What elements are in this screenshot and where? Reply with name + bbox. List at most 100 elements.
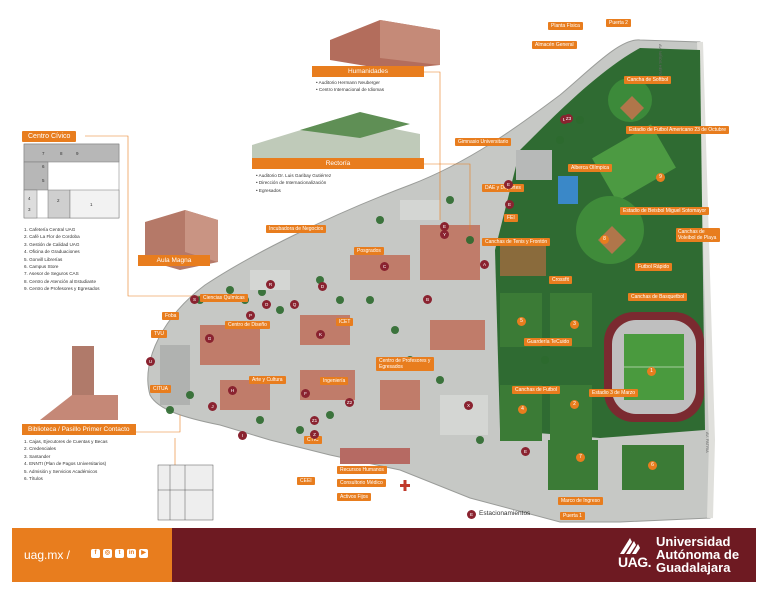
facebook-icon[interactable]: f: [91, 549, 100, 558]
label-estadio-americano[interactable]: Estadio de Futbol Americano 23 de Octubr…: [626, 126, 730, 134]
parking-marker[interactable]: Z1: [310, 416, 319, 425]
parking-marker[interactable]: F: [301, 389, 310, 398]
list-item: • Auditorio Hermann Neuberger: [316, 80, 380, 85]
label-citua[interactable]: CITUA: [150, 385, 171, 393]
label-foba[interactable]: Foba: [162, 312, 180, 320]
parking-marker[interactable]: P: [246, 311, 255, 320]
list-item: 3. Santander: [24, 453, 51, 459]
label-crossfit[interactable]: Crossfit: [549, 276, 572, 284]
label-canchas-tenis[interactable]: Canchas de Tenis y Frontón: [482, 238, 551, 246]
instagram-icon[interactable]: ◎: [103, 549, 112, 558]
floorplan-number: 9: [76, 151, 79, 156]
list-item: 6. Títulos: [24, 476, 43, 482]
parking-marker[interactable]: U: [146, 357, 155, 366]
label-arte-cultura[interactable]: Arte y Cultura: [249, 376, 286, 384]
parking-marker[interactable]: O: [262, 300, 271, 309]
panel-title-rectoria: Rectoría: [252, 158, 424, 169]
label-puerta-1[interactable]: Puerta 1: [560, 512, 585, 520]
label-estadio-3-marzo[interactable]: Estadio 3 de Marzo: [589, 389, 639, 397]
parking-marker[interactable]: A: [480, 260, 489, 269]
floorplan-number: 5: [42, 178, 45, 183]
label-futbol-rapido[interactable]: Futbol Rápido: [635, 263, 673, 271]
centro-civico-floorplan: [23, 143, 120, 219]
youtube-icon[interactable]: ▶: [139, 549, 148, 558]
parking-marker[interactable]: Y: [440, 230, 449, 239]
label-centro-diseno[interactable]: Centro de Diseño: [225, 321, 270, 329]
list-item: • Egresados: [256, 187, 281, 193]
linkedin-icon[interactable]: in: [127, 549, 136, 558]
parking-marker[interactable]: E: [440, 222, 449, 231]
label-tvu[interactable]: TVU: [151, 330, 167, 338]
biblioteca-building: [40, 346, 118, 420]
label-gimnasio[interactable]: Gimnasio Universitario: [455, 138, 512, 146]
parking-marker[interactable]: Z2: [345, 398, 354, 407]
parking-marker[interactable]: G: [205, 334, 214, 343]
field-number: 1: [647, 367, 656, 376]
floorplan-number: 7: [42, 151, 45, 156]
label-puerta-2[interactable]: Puerta 2: [606, 19, 631, 27]
parking-marker[interactable]: E: [521, 447, 530, 456]
parking-marker[interactable]: Q: [290, 300, 299, 309]
label-planta-fisica[interactable]: Planta Física: [548, 22, 583, 30]
label-consultorio[interactable]: Consultorio Médico: [337, 479, 386, 487]
label-fei[interactable]: FEI: [504, 214, 518, 222]
label-incubadora[interactable]: Incubadora de Negocios: [266, 225, 327, 233]
biblioteca-list: 1. Cajas, Ejecutores de Cuentas y Becas …: [24, 438, 108, 482]
biblioteca-floorplan: [157, 464, 214, 521]
list-item: 6. Campus Store: [24, 264, 59, 270]
american-football-field: [592, 124, 676, 202]
field-number: 6: [648, 461, 657, 470]
parking-marker[interactable]: R: [266, 280, 275, 289]
floorplan-number: 3: [28, 207, 31, 212]
parking-marker[interactable]: D: [318, 282, 327, 291]
label-ceei[interactable]: CEEI: [297, 477, 315, 485]
label-ciencias-quimicas[interactable]: Ciencias Químicas: [200, 294, 248, 302]
label-alberca[interactable]: Alberca Olímpica: [568, 164, 613, 172]
label-almacen-general[interactable]: Almacén General: [532, 41, 577, 49]
label-estadio-beisbol[interactable]: Estadio de Beisbol Miguel Sotomayor: [620, 207, 710, 215]
label-canchas-futbol[interactable]: Canchas de Futbol: [512, 386, 560, 394]
parking-marker[interactable]: S: [190, 295, 199, 304]
label-ctic[interactable]: CTIC: [304, 436, 322, 444]
twitter-icon[interactable]: t: [115, 549, 124, 558]
label-ingenieria[interactable]: Ingeniería: [320, 377, 349, 385]
parking-marker[interactable]: C: [380, 262, 389, 271]
label-centro-profesores[interactable]: Centro de Profesores y Egresados: [376, 357, 434, 371]
list-item: 1. Cajas, Ejecutores de Cuentas y Becas: [24, 439, 108, 444]
field-number: 8: [600, 235, 609, 244]
parking-marker[interactable]: Z: [310, 430, 319, 439]
list-item: 7. Asesor de Seguros CAS: [24, 271, 79, 277]
label-canchas-voleibol[interactable]: Canchas de Voleibol de Playa: [676, 228, 720, 242]
field-number: 3: [570, 320, 579, 329]
tennis-courts: [500, 240, 546, 276]
parking-marker[interactable]: B: [423, 295, 432, 304]
building-biblioteca: [160, 345, 190, 405]
label-cancha-softbol[interactable]: Cancha de Softbol: [624, 76, 672, 84]
label-marco-ingreso[interactable]: Marco de Ingreso: [558, 497, 603, 505]
label-guarderia[interactable]: Guardería TeCuido: [524, 338, 573, 346]
label-activos-fijos[interactable]: Activos Fijos: [337, 493, 372, 501]
parking-marker[interactable]: E: [504, 180, 513, 189]
parking-marker[interactable]: I: [238, 431, 247, 440]
rectoria-list: • Auditorio Dr. Luis Garibay Gutiérrez •…: [256, 172, 331, 194]
gymnasium-building: [516, 150, 552, 180]
parking-marker[interactable]: E: [505, 200, 514, 209]
floorplan-number: 1: [90, 202, 93, 207]
parking-marker[interactable]: J: [208, 402, 217, 411]
parking-marker[interactable]: X: [464, 401, 473, 410]
label-canchas-basquetbol[interactable]: Canchas de Basquetbol: [628, 293, 688, 301]
list-item: 2. Café La Flor de Cordoba: [24, 234, 80, 240]
parking-marker[interactable]: Z3: [564, 114, 573, 123]
website-link[interactable]: uag.mx /: [24, 548, 71, 562]
label-posgrados[interactable]: Posgrados: [354, 247, 384, 255]
list-item: • Auditorio Dr. Luis Garibay Gutiérrez: [256, 173, 332, 178]
parking-marker[interactable]: H: [228, 386, 237, 395]
building-cluster-north: [420, 225, 480, 280]
label-recursos-humanos[interactable]: Recursos Humanos: [337, 466, 387, 474]
label-icet[interactable]: ICET: [336, 318, 354, 326]
building-arte-cultura: [220, 380, 270, 410]
parking-marker[interactable]: K: [316, 330, 325, 339]
list-item: 4. ENNTI (Plan de Pagos Universitarios): [24, 461, 107, 467]
building-centro-diseno: [200, 325, 260, 365]
label-dae[interactable]: DAE y Deportes: [482, 184, 524, 192]
